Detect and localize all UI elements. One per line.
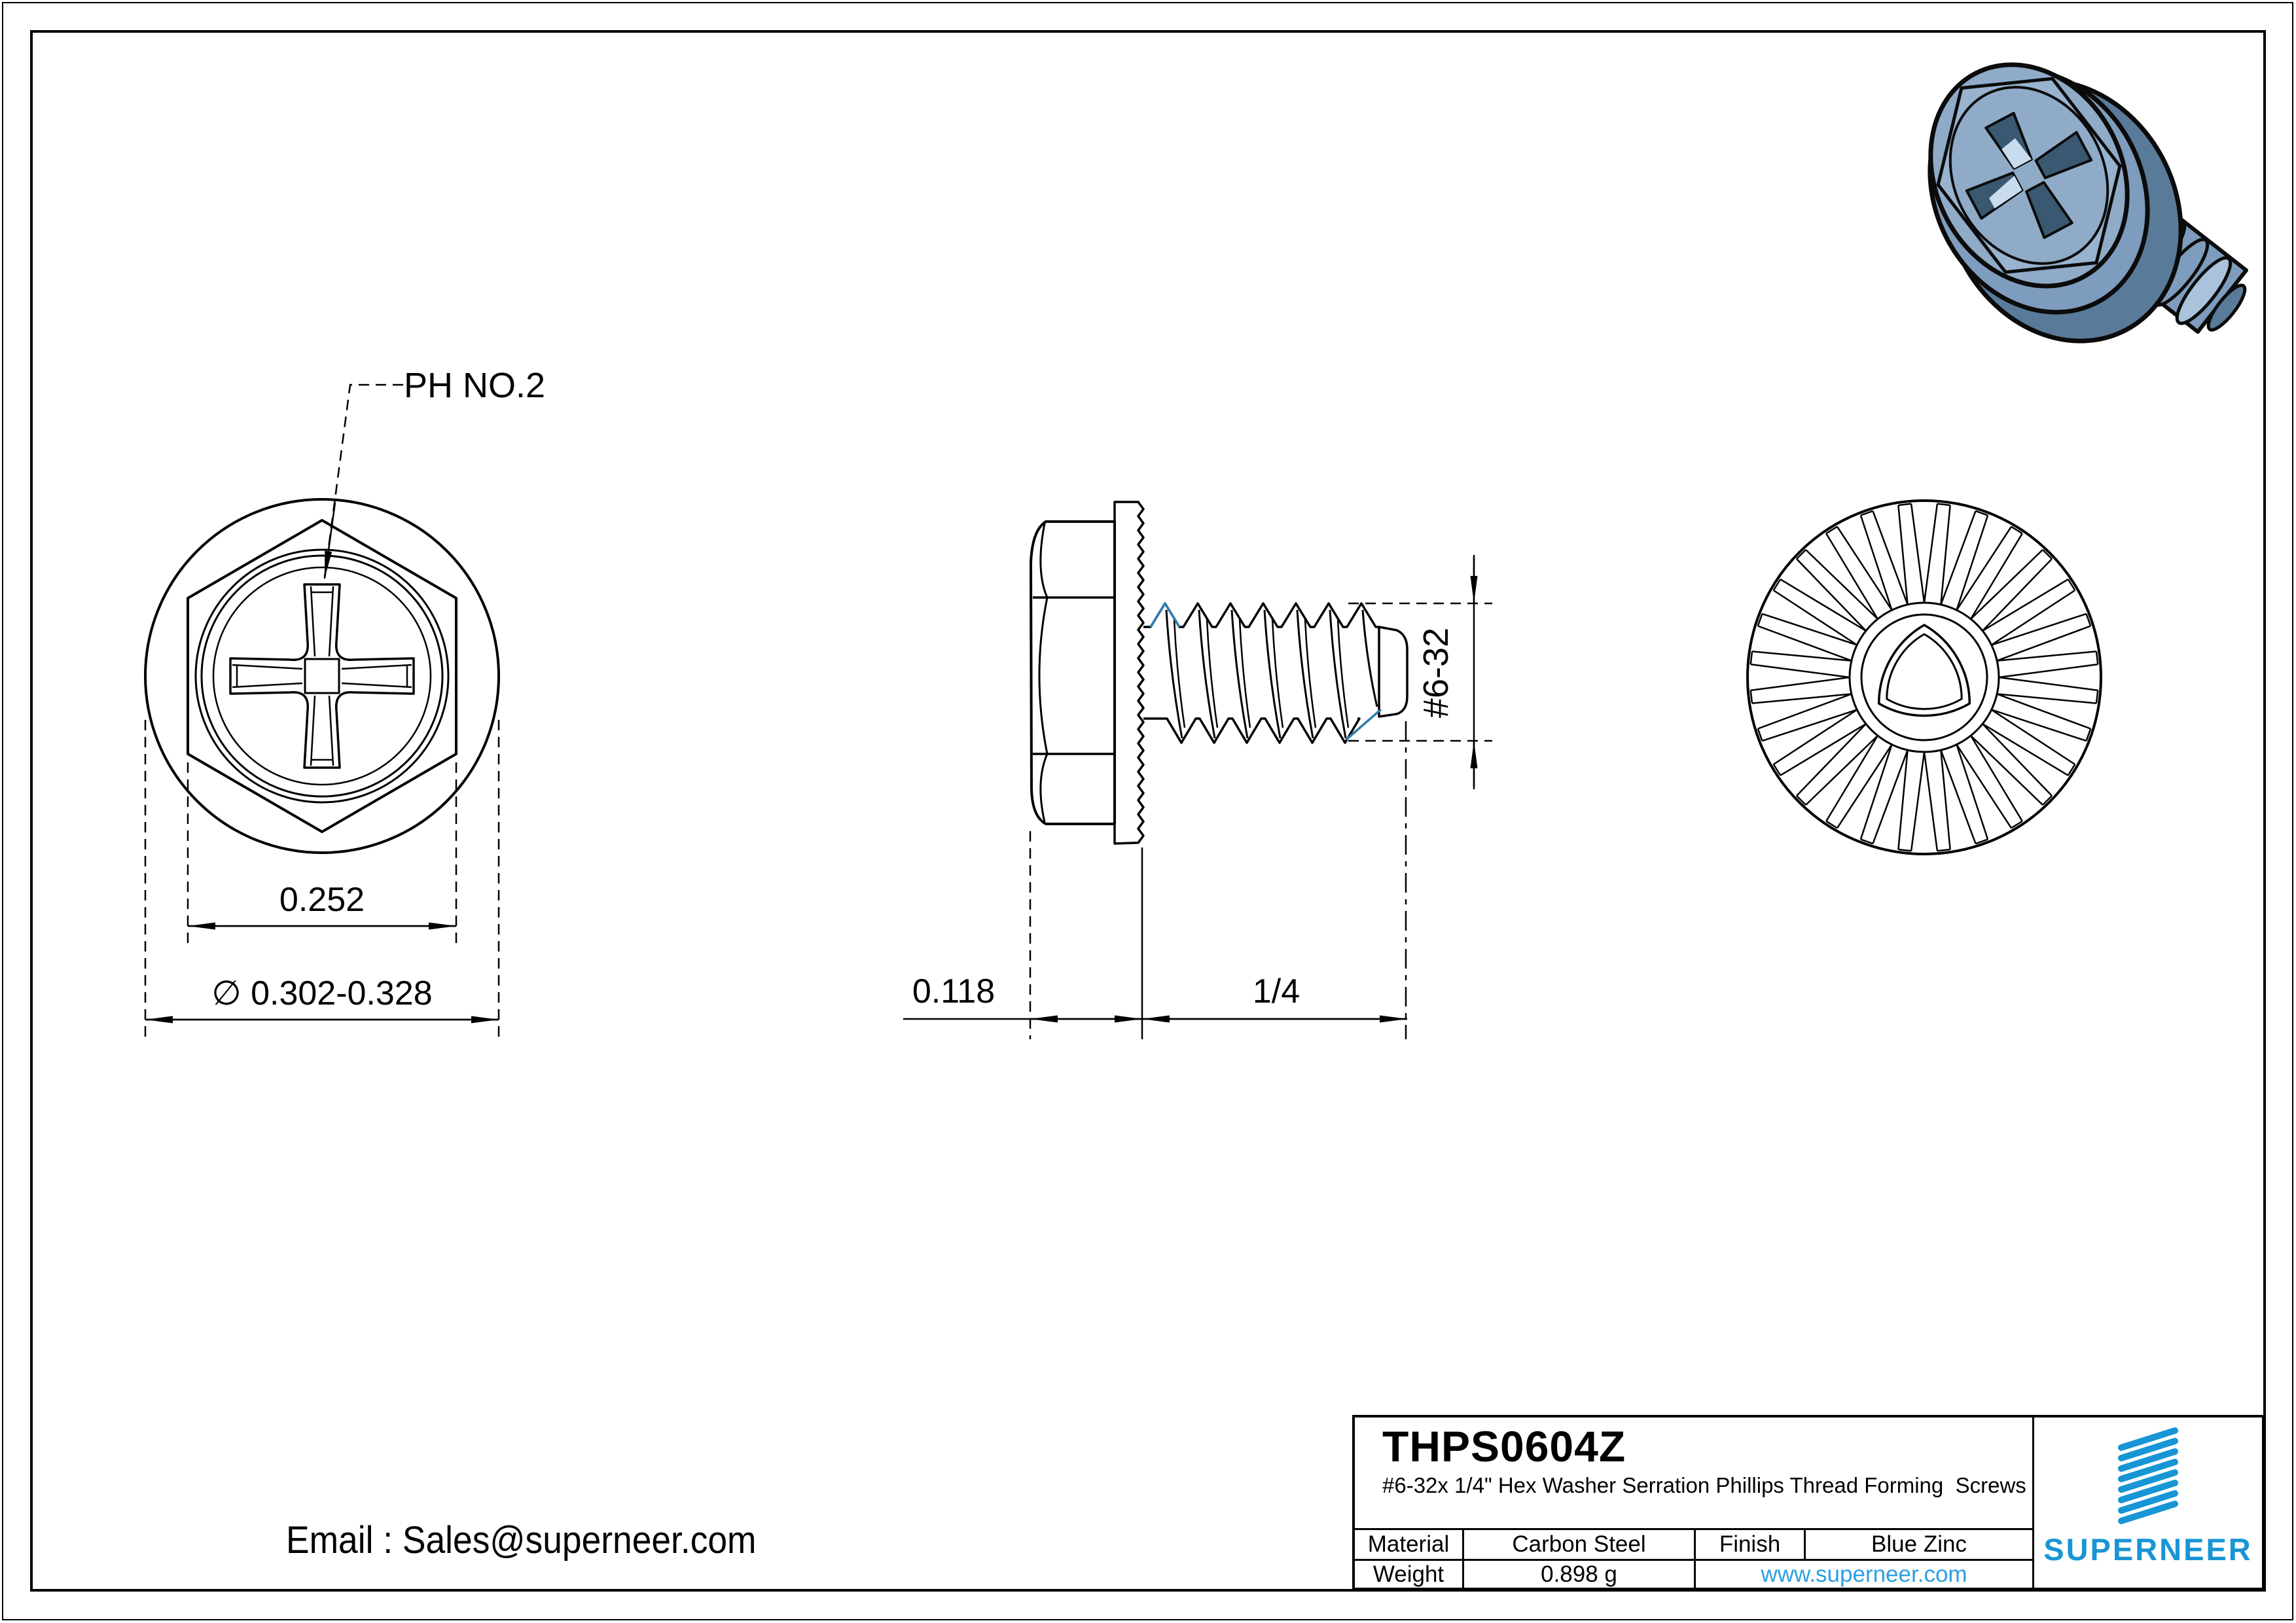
part-number: THPS0604Z bbox=[1382, 1422, 1626, 1471]
title-block-info: THPS0604Z #6-32x 1/4" Hex Washer Serrati… bbox=[1355, 1418, 2034, 1588]
title-block: THPS0604Z #6-32x 1/4" Hex Washer Serrati… bbox=[1352, 1415, 2265, 1590]
inner-border bbox=[30, 30, 2266, 1592]
thread-size-dimension: #6-32 bbox=[1416, 628, 1456, 718]
phillips-recess-detail bbox=[232, 586, 412, 766]
thread-length-dimension: 1/4 bbox=[1253, 972, 1300, 1010]
brand-cell: SUPERNEER bbox=[2034, 1418, 2262, 1588]
front-view: PH NO.2 0.252 ∅ 0.302-0.328 bbox=[144, 366, 545, 1042]
weight-value: 0.898 g bbox=[1462, 1559, 1694, 1588]
washer-outline-circle bbox=[144, 498, 500, 854]
side-view: #6-32 0.118 1/4 bbox=[903, 501, 1492, 1039]
phillips-recess-outline bbox=[229, 583, 415, 769]
drive-leader-line bbox=[323, 383, 403, 578]
across-flats-dimension: 0.252 bbox=[279, 881, 365, 919]
hex-outline bbox=[187, 519, 457, 833]
screw-3d-phillips-recess bbox=[1965, 111, 2093, 240]
serrated-flange-profile bbox=[1113, 501, 1145, 845]
washer-serration-view bbox=[1746, 499, 2102, 855]
hex-head-profile bbox=[1030, 520, 1116, 825]
finish-label: Finish bbox=[1694, 1530, 1804, 1559]
finish-value: Blue Zinc bbox=[1804, 1530, 2032, 1559]
trilobular-core-outline bbox=[1877, 624, 1971, 717]
screw-3d-view bbox=[1928, 62, 2248, 344]
flange-diameter-dimension: ∅ 0.302-0.328 bbox=[211, 974, 432, 1012]
brand-wordmark: SUPERNEER bbox=[2043, 1532, 2253, 1567]
thread-profile bbox=[1143, 602, 1408, 744]
contact-email[interactable]: Email : Sales@superneer.com bbox=[286, 1519, 757, 1561]
spec-table: Material Carbon Steel Finish Blue Zinc W… bbox=[1355, 1530, 2032, 1588]
superneer-logo-icon bbox=[2118, 1427, 2178, 1524]
head-height-dimension: 0.118 bbox=[912, 972, 995, 1010]
material-value: Carbon Steel bbox=[1462, 1530, 1694, 1559]
drive-label: PH NO.2 bbox=[404, 366, 545, 405]
weight-label: Weight bbox=[1355, 1559, 1462, 1588]
part-description: #6-32x 1/4" Hex Washer Serration Phillip… bbox=[1382, 1473, 2026, 1498]
serration-lines bbox=[1749, 503, 2099, 852]
website-link[interactable]: www.superneer.com bbox=[1694, 1559, 2032, 1588]
material-label: Material bbox=[1367, 1531, 1450, 1557]
